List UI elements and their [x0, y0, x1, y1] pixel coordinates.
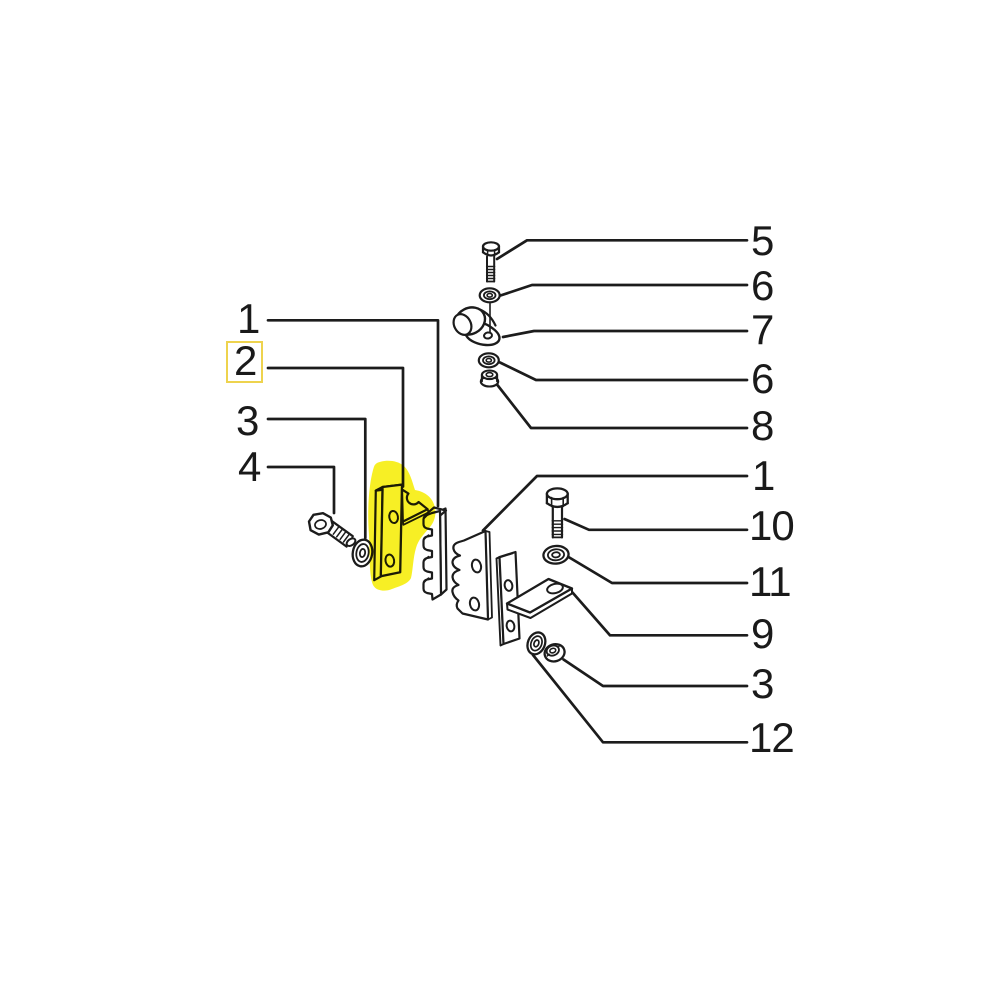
leader-line-6-lower	[498, 361, 749, 382]
callout-label-2[interactable]: 2	[234, 337, 257, 385]
callout-label-1-left[interactable]: 1	[237, 295, 260, 343]
callout-label-4[interactable]: 4	[238, 443, 261, 491]
callout-label-12[interactable]: 12	[749, 714, 795, 762]
hex-nut-part8-drawing	[479, 369, 500, 388]
hex-bolt-part10-drawing	[545, 487, 569, 539]
callout-label-6-lower[interactable]: 6	[751, 355, 774, 403]
callout-label-8[interactable]: 8	[751, 402, 774, 450]
angle-bracket-part9-drawing	[505, 577, 574, 619]
callout-label-11[interactable]: 11	[749, 558, 792, 606]
hex-bolt-part5-drawing	[481, 241, 501, 283]
callout-label-6-upper[interactable]: 6	[751, 262, 774, 310]
callout-label-7[interactable]: 7	[751, 306, 774, 354]
hex-bolt-part4-drawing	[307, 512, 357, 548]
leader-line-9	[571, 591, 749, 637]
leader-line-11	[567, 555, 749, 585]
callout-2-selection-box	[226, 341, 263, 383]
serrated-block-part1-left-drawing	[422, 506, 448, 601]
leader-line-7	[501, 329, 749, 339]
part2-highlight	[368, 460, 436, 591]
flat-bar-plate-drawing	[495, 550, 521, 647]
leader-line-6-upper	[499, 283, 749, 297]
washer-part12-drawing	[526, 631, 547, 656]
leader-line-5	[495, 238, 749, 261]
callout-label-1-right[interactable]: 1	[752, 452, 775, 500]
leader-line-12	[531, 653, 749, 744]
pipe-clamp-part7-drawing	[452, 302, 501, 347]
leader-line-2	[266, 366, 405, 488]
serrated-plate-part1-right-drawing	[451, 529, 493, 621]
callout-label-5[interactable]: 5	[751, 217, 774, 265]
callout-label-9[interactable]: 9	[751, 610, 774, 658]
leader-line-3-left	[266, 417, 367, 540]
washer-part11-drawing	[542, 544, 570, 565]
leader-line-1-right	[481, 474, 749, 532]
leader-line-3-right	[562, 658, 749, 688]
washer-part6-lower-drawing	[477, 352, 500, 369]
leader-line-10	[563, 517, 749, 532]
leader-lines	[266, 238, 749, 744]
callout-label-10[interactable]: 10	[749, 502, 795, 550]
leader-line-1-left	[266, 318, 440, 508]
callout-label-3-left[interactable]: 3	[236, 397, 259, 445]
washer-part6-upper-drawing	[478, 287, 501, 304]
callout-label-3-right[interactable]: 3	[751, 660, 774, 708]
leader-line-4	[266, 465, 336, 515]
leader-line-8	[495, 383, 749, 430]
flanged-nut-part3-right-drawing	[543, 642, 566, 663]
